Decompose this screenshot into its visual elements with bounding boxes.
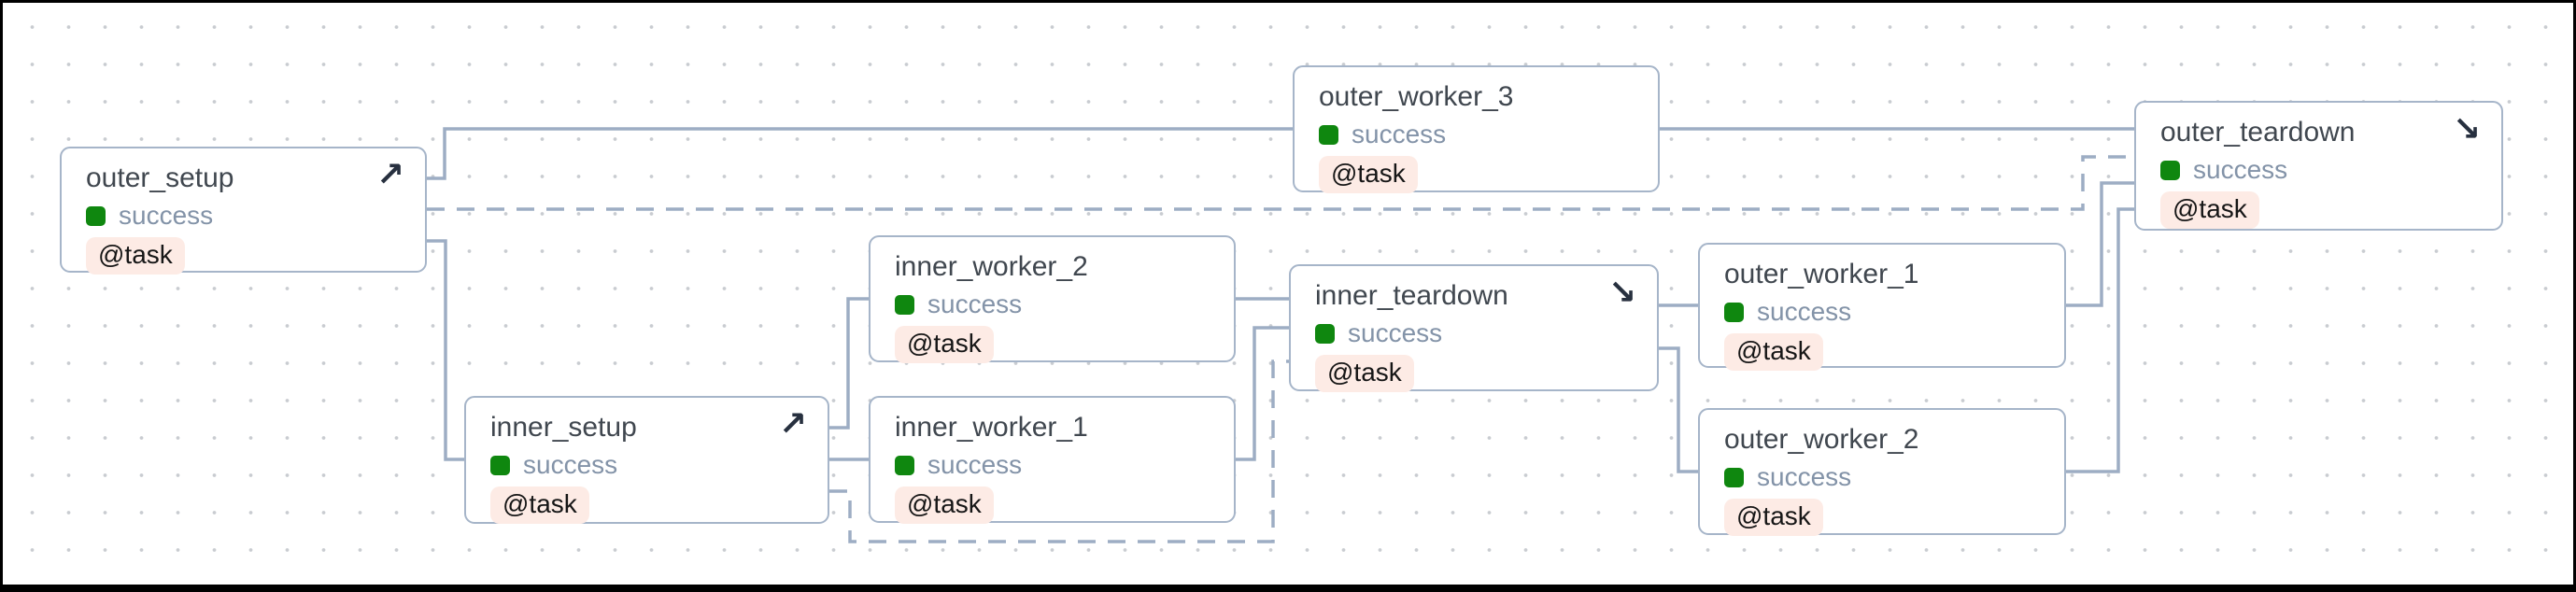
graph-canvas[interactable] <box>3 3 2573 585</box>
status-label: success <box>927 450 1023 479</box>
task-node-inner_worker_1[interactable]: inner_worker_1 success @task <box>869 396 1236 524</box>
task-node-outer_worker_3[interactable]: outer_worker_3 success @task <box>1293 65 1660 193</box>
task-name: outer_teardown <box>2160 117 2356 148</box>
status-success-square <box>1315 323 1335 344</box>
task-name: inner_worker_2 <box>895 251 1088 282</box>
status-success-square <box>86 205 106 226</box>
task-status-row: success <box>1319 120 1446 149</box>
edge-inner_teardown-to-outer_worker_2 <box>1659 346 1698 473</box>
task-status-row: success <box>1724 297 1851 327</box>
status-success-square <box>1724 467 1744 487</box>
task-status-row: success <box>2160 155 2287 185</box>
task-decorator-badge: @task <box>2160 191 2259 229</box>
status-success-square <box>1724 302 1744 322</box>
status-success-square <box>895 455 914 475</box>
task-decorator-badge: @task <box>86 237 185 275</box>
status-label: success <box>1757 462 1852 491</box>
task-name: inner_worker_1 <box>895 412 1088 443</box>
status-label: success <box>927 289 1023 318</box>
status-label: success <box>1757 297 1852 326</box>
task-node-inner_teardown[interactable]: inner_teardown success @task ↘ <box>1289 264 1659 392</box>
task-decorator-badge: @task <box>895 486 994 524</box>
edge-outer_setup-to-inner_setup <box>427 239 464 461</box>
task-status-row: success <box>895 450 1022 480</box>
edge-outer_setup-to-outer_worker_3 <box>427 127 1293 180</box>
task-status-row: success <box>1724 462 1851 492</box>
status-label: success <box>2193 155 2288 184</box>
edge-outer_setup-to-outer_teardown <box>427 155 2134 211</box>
task-node-inner_setup[interactable]: inner_setup success @task ↗ <box>464 396 829 524</box>
status-label: success <box>1348 318 1443 347</box>
status-label: success <box>523 450 618 479</box>
edge-outer_worker_2-to-outer_teardown <box>2066 207 2134 473</box>
status-success-square <box>2160 160 2180 180</box>
task-node-outer_worker_2[interactable]: outer_worker_2 success @task <box>1698 408 2066 536</box>
status-label: success <box>1352 120 1447 148</box>
task-name: outer_worker_2 <box>1724 424 1919 455</box>
edge-inner_setup-to-inner_worker_2 <box>829 297 869 430</box>
task-decorator-badge: @task <box>1724 333 1823 371</box>
task-decorator-badge: @task <box>1315 355 1414 392</box>
edge-inner_worker_1-to-inner_teardown <box>1236 326 1289 461</box>
task-name: outer_worker_3 <box>1319 81 1514 112</box>
task-name: inner_setup <box>490 412 637 443</box>
status-success-square <box>1319 124 1338 145</box>
status-label: success <box>119 201 214 230</box>
task-status-row: success <box>490 450 617 480</box>
task-name: inner_teardown <box>1315 280 1508 311</box>
setup-arrow-icon: ↗ <box>375 155 404 193</box>
task-node-inner_worker_2[interactable]: inner_worker_2 success @task <box>869 235 1236 363</box>
task-node-outer_worker_1[interactable]: outer_worker_1 success @task <box>1698 243 2066 371</box>
task-decorator-badge: @task <box>895 326 994 363</box>
task-status-row: success <box>86 201 213 231</box>
task-decorator-badge: @task <box>1724 499 1823 536</box>
setup-arrow-icon: ↗ <box>778 404 807 443</box>
teardown-arrow-icon: ↘ <box>1607 273 1636 311</box>
task-status-row: success <box>1315 318 1442 348</box>
status-success-square <box>895 294 914 315</box>
edge-inner_setup-to-inner_teardown <box>829 359 1289 543</box>
task-decorator-badge: @task <box>1319 156 1418 193</box>
edge-outer_worker_1-to-outer_teardown <box>2066 181 2134 307</box>
task-node-outer_setup[interactable]: outer_setup success @task ↗ <box>60 147 427 275</box>
task-name: outer_worker_1 <box>1724 259 1919 289</box>
task-status-row: success <box>895 289 1022 319</box>
task-decorator-badge: @task <box>490 486 589 524</box>
teardown-arrow-icon: ↘ <box>2452 109 2481 148</box>
status-success-square <box>490 455 510 475</box>
task-name: outer_setup <box>86 162 234 193</box>
task-node-outer_teardown[interactable]: outer_teardown success @task ↘ <box>2134 101 2503 231</box>
